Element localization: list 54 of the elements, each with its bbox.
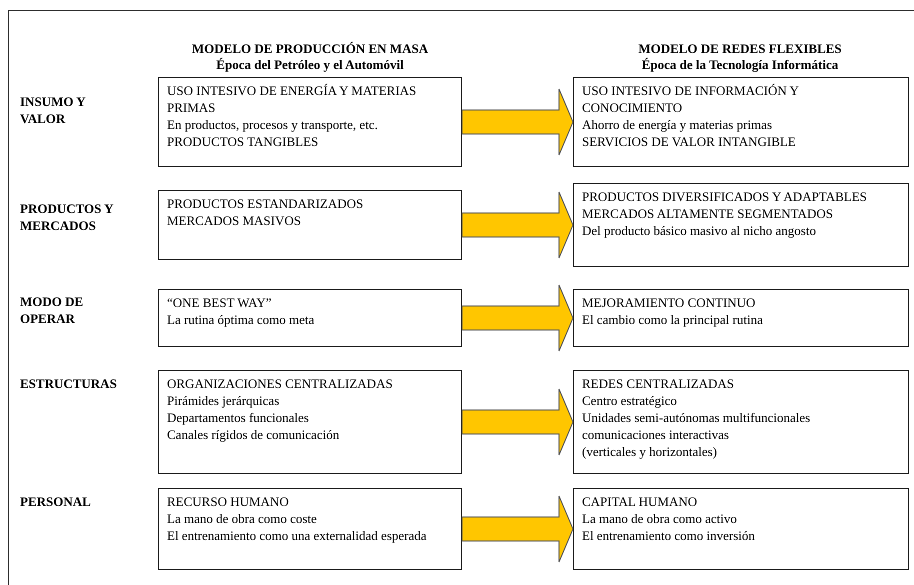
box-text-line: MERCADOS ALTAMENTE SEGMENTADOS xyxy=(582,205,834,222)
box-text-line: La mano de obra como activo xyxy=(582,510,738,527)
text-box xyxy=(573,289,909,347)
column-heading: MODELO DE REDES FLEXIBLES xyxy=(637,40,843,57)
box-text-line: El entrenamiento como una externalidad esperada xyxy=(167,527,428,544)
box-text-line: El entrenamiento como inversión xyxy=(582,527,756,544)
row-heading: PERSONAL xyxy=(20,493,92,510)
box-text-line: El cambio como la principal rutina xyxy=(582,311,764,328)
box-text-line: comunicaciones interactivas xyxy=(582,426,730,443)
block-arrow xyxy=(462,192,574,258)
column-heading: Época del Petróleo y el Automóvil xyxy=(215,56,405,73)
box-text-line: La mano de obra como coste xyxy=(167,510,318,527)
text-box xyxy=(573,183,909,267)
box-text-line: RECURSO HUMANO xyxy=(167,493,290,510)
box-text-line: Departamentos funcionales xyxy=(167,409,310,426)
box-text-line: PRODUCTOS DIVERSIFICADOS Y ADAPTABLES xyxy=(582,188,868,205)
box-text-line: Unidades semi-autónomas multifuncionales xyxy=(582,409,812,426)
text-box xyxy=(573,77,909,167)
row-heading: MODO DE OPERAR xyxy=(20,293,84,327)
block-arrow xyxy=(462,88,574,156)
box-text-line: REDES CENTRALIZADAS xyxy=(582,375,736,392)
box-text-line: La rutina óptima como meta xyxy=(167,311,316,328)
box-text-line: USO INTESIVO DE ENERGÍA Y MATERIAS PRIMAS xyxy=(167,82,418,116)
box-text-line: Ahorro de energía y materias primas xyxy=(582,116,773,133)
box-text-line: Del producto básico masivo al nicho angosto xyxy=(582,222,817,239)
column-heading: MODELO DE PRODUCCIÓN EN MASA xyxy=(190,40,430,57)
box-text-line: PRODUCTOS TANGIBLES xyxy=(167,133,320,150)
text-box xyxy=(158,370,462,474)
box-text-line: “ONE BEST WAY” xyxy=(167,294,272,311)
box-text-line: SERVICIOS DE VALOR INTANGIBLE xyxy=(582,133,797,150)
box-text-line: MERCADOS MASIVOS xyxy=(167,212,302,229)
block-arrow xyxy=(462,496,574,562)
box-text-line: USO INTESIVO DE INFORMACIÓN Y CONOCIMIENTO xyxy=(582,82,800,116)
box-text-line: ORGANIZACIONES CENTRALIZADAS xyxy=(167,375,394,392)
text-box xyxy=(573,488,909,570)
text-box xyxy=(158,77,462,167)
box-text-line: Canales rígidos de comunicación xyxy=(167,426,340,443)
row-heading: PRODUCTOS Y MERCADOS xyxy=(20,200,114,234)
box-text-line: PRODUCTOS ESTANDARIZADOS xyxy=(167,195,364,212)
box-text-line: Pirámides jerárquicas xyxy=(167,392,280,409)
text-box xyxy=(158,488,462,570)
box-text-line: CAPITAL HUMANO xyxy=(582,493,698,510)
box-text-line: MEJORAMIENTO CONTINUO xyxy=(582,294,756,311)
block-arrow xyxy=(462,284,574,352)
row-heading: INSUMO Y VALOR xyxy=(20,93,86,127)
box-text-line: (verticales y horizontales) xyxy=(582,443,718,460)
column-heading: Época de la Tecnología Informática xyxy=(640,56,840,73)
text-box xyxy=(573,370,909,474)
block-arrow xyxy=(462,388,574,456)
text-box xyxy=(158,289,462,347)
box-text-line: Centro estratégico xyxy=(582,392,678,409)
row-heading: ESTRUCTURAS xyxy=(20,375,118,392)
text-box xyxy=(158,190,462,260)
box-text-line: En productos, procesos y transporte, etc. xyxy=(167,116,379,133)
